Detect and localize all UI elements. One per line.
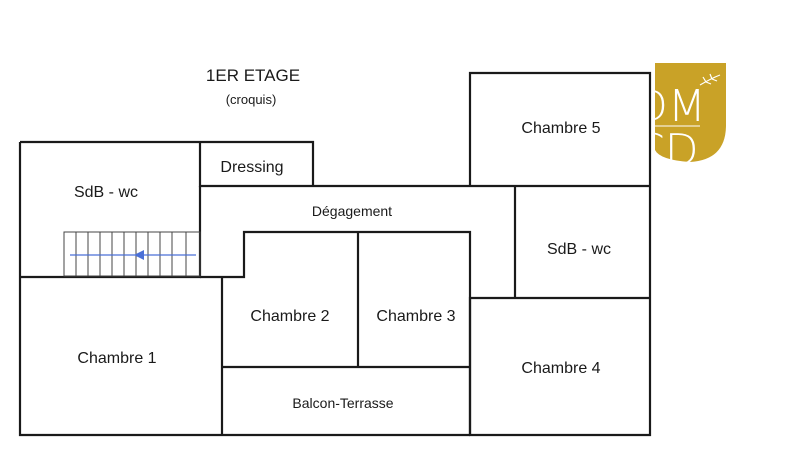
walls xyxy=(18,71,652,437)
plan-subtitle: (croquis) xyxy=(226,92,277,107)
room-sdb-wc-left: SdB - wc xyxy=(74,184,138,201)
stair-direction-arrow-icon xyxy=(134,250,144,260)
room-chambre-5: Chambre 5 xyxy=(521,120,600,137)
staircase xyxy=(63,231,201,277)
room-sdb-wc-right: SdB - wc xyxy=(547,241,611,258)
room-chambre-2: Chambre 2 xyxy=(250,308,329,325)
plan-title: 1ER ETAGE xyxy=(206,66,300,85)
room-chambre-4: Chambre 4 xyxy=(521,360,600,377)
room-chambre-1: Chambre 1 xyxy=(77,350,156,367)
logo-leaf-icon xyxy=(699,73,721,86)
room-balcon-terrasse: Balcon-Terrasse xyxy=(292,395,393,411)
dmcd-invest-logo: DM CD INVEST xyxy=(631,63,726,193)
wall-chambre2-3 xyxy=(222,232,470,369)
wall-degagement-bottom xyxy=(200,230,472,298)
room-chambre-3: Chambre 3 xyxy=(376,308,455,325)
logo-line1: DM xyxy=(634,81,706,132)
logo-shield xyxy=(655,63,726,162)
logo-line2: CD xyxy=(634,125,699,176)
room-dressing: Dressing xyxy=(220,159,283,176)
wall-sdb-right xyxy=(470,184,650,298)
room-degagement: Dégagement xyxy=(312,203,392,219)
staircase-outline xyxy=(63,231,201,277)
logo-line3: INVEST xyxy=(632,173,699,193)
wall-left-outer xyxy=(18,140,470,437)
